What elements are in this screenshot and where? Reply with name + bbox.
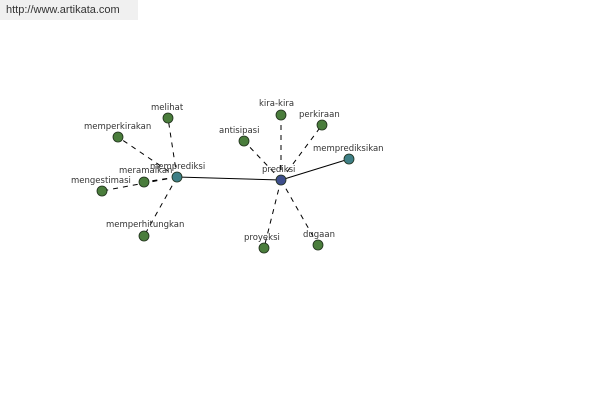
node-dugaan[interactable] <box>312 239 324 251</box>
node-label-perkiraan: perkiraan <box>299 110 340 120</box>
node-antisipasi[interactable] <box>238 135 250 147</box>
node-label-memprediksikan: memprediksikan <box>313 144 384 154</box>
graph-labels: prediksi memprediksi memprediksikan melihat… <box>71 99 384 243</box>
node-label-memperkirakan: memperkirakan <box>84 122 151 132</box>
node-proyeksi[interactable] <box>258 242 270 254</box>
node-memperhitungkan[interactable] <box>138 230 150 242</box>
node-label-melihat: melihat <box>151 103 184 113</box>
node-kira-kira[interactable] <box>275 109 287 121</box>
node-prediksi[interactable] <box>275 174 287 186</box>
node-label-dugaan: dugaan <box>303 230 335 240</box>
node-mengestimasi[interactable] <box>96 185 108 197</box>
node-label-meramalkan: meramalkan <box>119 166 172 176</box>
graph-nodes <box>96 109 355 254</box>
edge-prediksi-antisipasi <box>243 140 282 181</box>
edge-prediksi-memprediksikan <box>280 158 350 181</box>
edge-prediksi-proyeksi <box>263 179 282 249</box>
node-label-memperhitungkan: memperhitungkan <box>106 220 184 230</box>
node-memprediksi[interactable] <box>171 171 183 183</box>
node-label-antisipasi: antisipasi <box>219 126 259 136</box>
node-label-kira-kira: kira-kira <box>259 99 294 109</box>
node-label-mengestimasi: mengestimasi <box>71 176 131 186</box>
node-label-proyeksi: proyeksi <box>244 233 280 243</box>
node-perkiraan[interactable] <box>316 119 328 131</box>
node-melihat[interactable] <box>162 112 174 124</box>
edge-memprediksi-memperkirakan <box>117 136 178 178</box>
edge-prediksi-dugaan <box>280 179 319 246</box>
node-label-prediksi: prediksi <box>262 165 295 175</box>
edge-memprediksi-memperhitungkan <box>143 176 178 237</box>
node-memperkirakan[interactable] <box>112 131 124 143</box>
source-watermark: http://www.artikata.com <box>0 0 138 20</box>
node-memprediksikan[interactable] <box>343 153 355 165</box>
graph-edges <box>101 115 350 249</box>
edge-prediksi-perkiraan <box>280 124 323 181</box>
node-meramalkan[interactable] <box>138 176 150 188</box>
edge-prediksi-memprediksi <box>176 176 282 181</box>
edge-memprediksi-mengestimasi <box>101 176 178 192</box>
node-label-memprediksi: memprediksi <box>150 162 205 172</box>
